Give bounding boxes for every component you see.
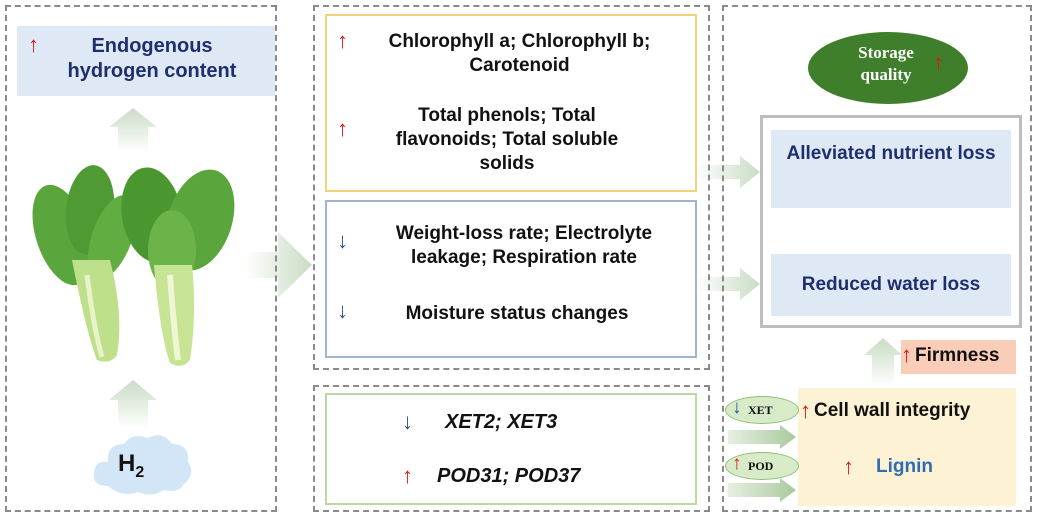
up-arrow-icon: ↑ xyxy=(337,28,348,53)
storage-quality-label: Storage quality xyxy=(858,43,914,85)
weightloss-label: Weight-loss rate; Electrolyte leakage; R… xyxy=(395,223,653,268)
nutrient-loss-box: Alleviated nutrient loss xyxy=(771,130,1011,208)
firmness-label: Firmness xyxy=(915,345,1000,366)
phenols-label: Total phenols; Total flavonoids; Total s… xyxy=(395,105,619,174)
cell-wall-label: Cell wall integrity xyxy=(814,400,971,421)
outcome-box: Alleviated nutrient loss Reduced water l… xyxy=(760,115,1022,328)
lignin-label: Lignin xyxy=(876,456,933,477)
cell-wall-box: ↑ Cell wall integrity ↑ Lignin xyxy=(798,388,1016,506)
h2-cloud-icon xyxy=(93,435,192,495)
middle-panel-top xyxy=(313,5,710,370)
pod-tag: ↑ POD xyxy=(725,452,799,480)
nutrient-loss-label: Alleviated nutrient loss xyxy=(786,143,996,164)
up-arrow-icon: ↑ xyxy=(28,32,39,57)
pod-genes-label: POD31; POD37 xyxy=(437,465,581,487)
h2-label: H2 xyxy=(118,450,145,481)
middle-panel-bottom xyxy=(313,385,710,512)
water-loss-label: Reduced water loss xyxy=(801,274,981,295)
water-loss-result-box: Reduced water loss xyxy=(771,254,1011,316)
water-loss-box: ↓ Weight-loss rate; Electrolyte leakage;… xyxy=(325,200,697,358)
up-arrow-icon: ↑ xyxy=(800,398,811,423)
genes-box: ↓ XET2; XET3 ↑ POD31; POD37 xyxy=(325,393,697,505)
bok-choy-image xyxy=(32,165,235,366)
down-arrow-icon: ↓ xyxy=(337,298,348,323)
up-arrow-icon: ↑ xyxy=(843,454,854,479)
pigments-box: ↑ Chlorophyll a; Chlorophyll b; Caroteno… xyxy=(325,14,697,192)
pod-tag-label: POD xyxy=(748,459,774,473)
xet-tag-label: XET xyxy=(748,403,773,417)
xet-tag: ↓ XET xyxy=(725,396,799,424)
up-arrow-icon: ↑ xyxy=(901,342,912,367)
up-arrow-icon: ↑ xyxy=(402,463,413,488)
left-panel xyxy=(5,5,277,512)
storage-quality-oval: Storage quality ↑ xyxy=(808,32,968,104)
up-arrow-icon: ↑ xyxy=(933,50,944,75)
up-arrow-icon: ↑ xyxy=(732,453,742,474)
endogenous-hydrogen-label: Endogenous hydrogen content xyxy=(67,35,237,82)
firmness-box: ↑ Firmness xyxy=(901,340,1016,374)
endogenous-hydrogen-box: ↑ Endogenous hydrogen content xyxy=(17,26,275,96)
down-arrow-icon: ↓ xyxy=(402,409,413,434)
up-arrow-icon: ↑ xyxy=(337,116,348,141)
down-arrow-icon: ↓ xyxy=(337,228,348,253)
right-panel xyxy=(722,5,1032,512)
down-arrow-icon: ↓ xyxy=(732,397,742,418)
pigments-label: Chlorophyll a; Chlorophyll b; Carotenoid xyxy=(388,31,651,76)
xet-genes-label: XET2; XET3 xyxy=(445,411,558,433)
moisture-label: Moisture status changes xyxy=(405,303,629,324)
